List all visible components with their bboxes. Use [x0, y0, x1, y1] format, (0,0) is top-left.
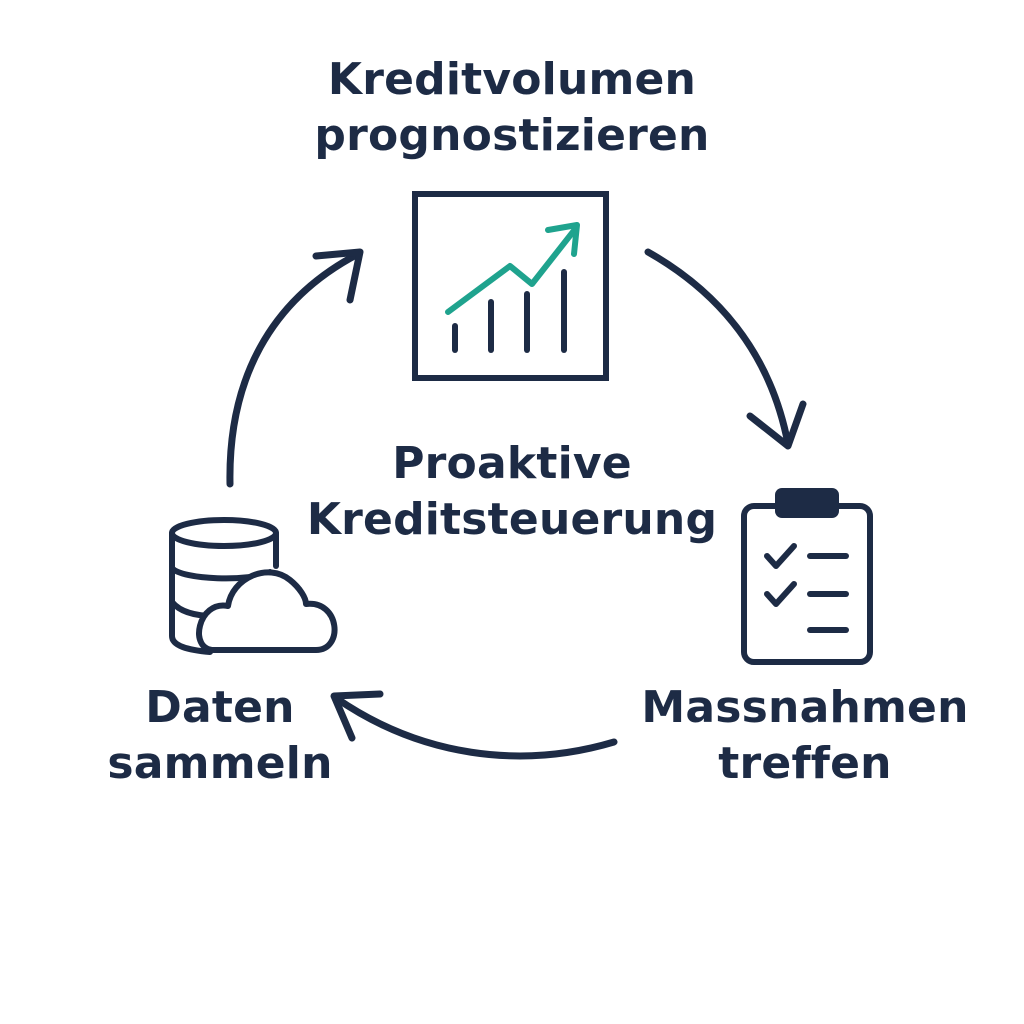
center-title-line1: Proaktive	[392, 438, 632, 489]
database-cloud-icon	[169, 517, 338, 655]
step-label-forecast: Kreditvolumen prognostizieren	[262, 52, 762, 164]
step-label-measures-line1: Massnahmen	[641, 682, 969, 733]
step-label-forecast-line1: Kreditvolumen	[327, 54, 697, 105]
center-title: Proaktive Kreditsteuerung	[262, 436, 762, 548]
step-label-data-line2: sammeln	[107, 738, 333, 789]
growth-chart-icon	[412, 191, 609, 381]
step-label-measures: Massnahmen treffen	[615, 680, 995, 792]
step-label-data: Daten sammeln	[70, 680, 370, 792]
arrow-data-to-forecast	[226, 248, 364, 488]
cycle-arrows	[226, 248, 807, 760]
arrow-forecast-to-measures	[644, 248, 807, 450]
center-title-line2: Kreditsteuerung	[306, 494, 718, 545]
step-label-measures-line2: treffen	[718, 738, 892, 789]
clipboard-checklist-icon	[741, 488, 873, 665]
arrow-measures-to-data	[330, 690, 618, 760]
step-label-data-line1: Daten	[145, 682, 295, 733]
step-label-forecast-line2: prognostizieren	[314, 110, 710, 161]
